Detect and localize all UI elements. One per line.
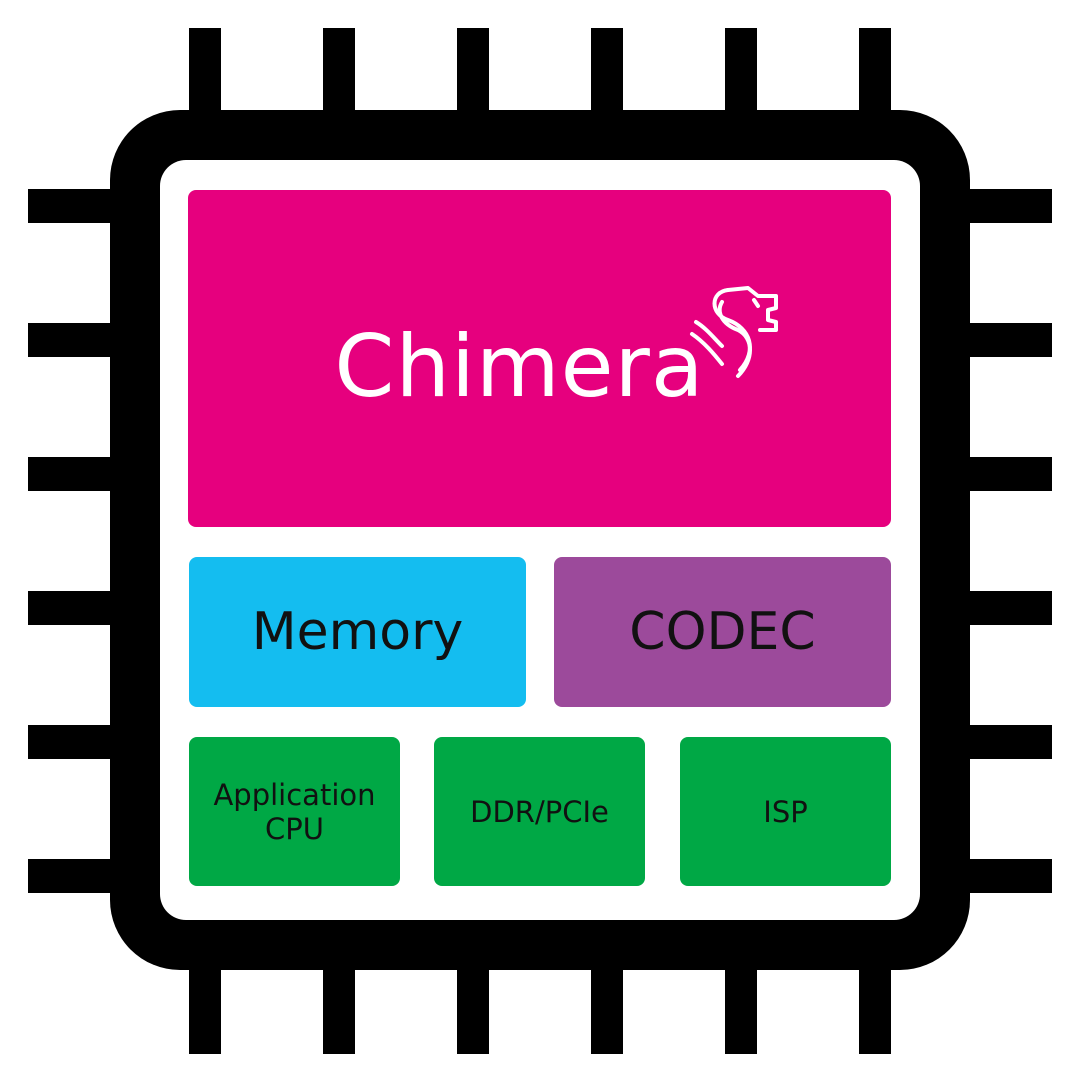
ddr-pcie-label: DDR/PCIe <box>470 794 609 829</box>
pin-top-1 <box>189 28 221 118</box>
pin-bottom-3 <box>457 962 489 1054</box>
pin-left-5 <box>28 725 118 759</box>
pin-left-2 <box>28 323 118 357</box>
application-cpu-label: Application CPU <box>213 777 376 846</box>
pin-left-3 <box>28 457 118 491</box>
pin-top-5 <box>725 28 757 118</box>
pin-bottom-6 <box>859 962 891 1054</box>
pin-right-2 <box>962 323 1052 357</box>
pin-right-3 <box>962 457 1052 491</box>
codec-block: CODEC <box>554 557 891 707</box>
pin-bottom-1 <box>189 962 221 1054</box>
pin-bottom-2 <box>323 962 355 1054</box>
chimera-serpent-icon <box>690 286 778 378</box>
ddr-pcie-block: DDR/PCIe <box>434 737 645 886</box>
pin-right-5 <box>962 725 1052 759</box>
pin-top-6 <box>859 28 891 118</box>
chimera-logo-text: Chimera <box>334 316 705 417</box>
pin-bottom-4 <box>591 962 623 1054</box>
pin-left-1 <box>28 189 118 223</box>
pin-top-3 <box>457 28 489 118</box>
isp-block: ISP <box>680 737 891 886</box>
application-cpu-block: Application CPU <box>189 737 400 886</box>
chimera-core-block: Chimera <box>188 190 891 527</box>
codec-label: CODEC <box>629 602 816 662</box>
pin-right-4 <box>962 591 1052 625</box>
isp-label: ISP <box>763 794 808 829</box>
memory-block: Memory <box>189 557 526 707</box>
pin-bottom-5 <box>725 962 757 1054</box>
memory-label: Memory <box>251 602 464 662</box>
pin-top-4 <box>591 28 623 118</box>
pin-right-6 <box>962 859 1052 893</box>
pin-right-1 <box>962 189 1052 223</box>
pin-left-6 <box>28 859 118 893</box>
pin-left-4 <box>28 591 118 625</box>
pin-top-2 <box>323 28 355 118</box>
